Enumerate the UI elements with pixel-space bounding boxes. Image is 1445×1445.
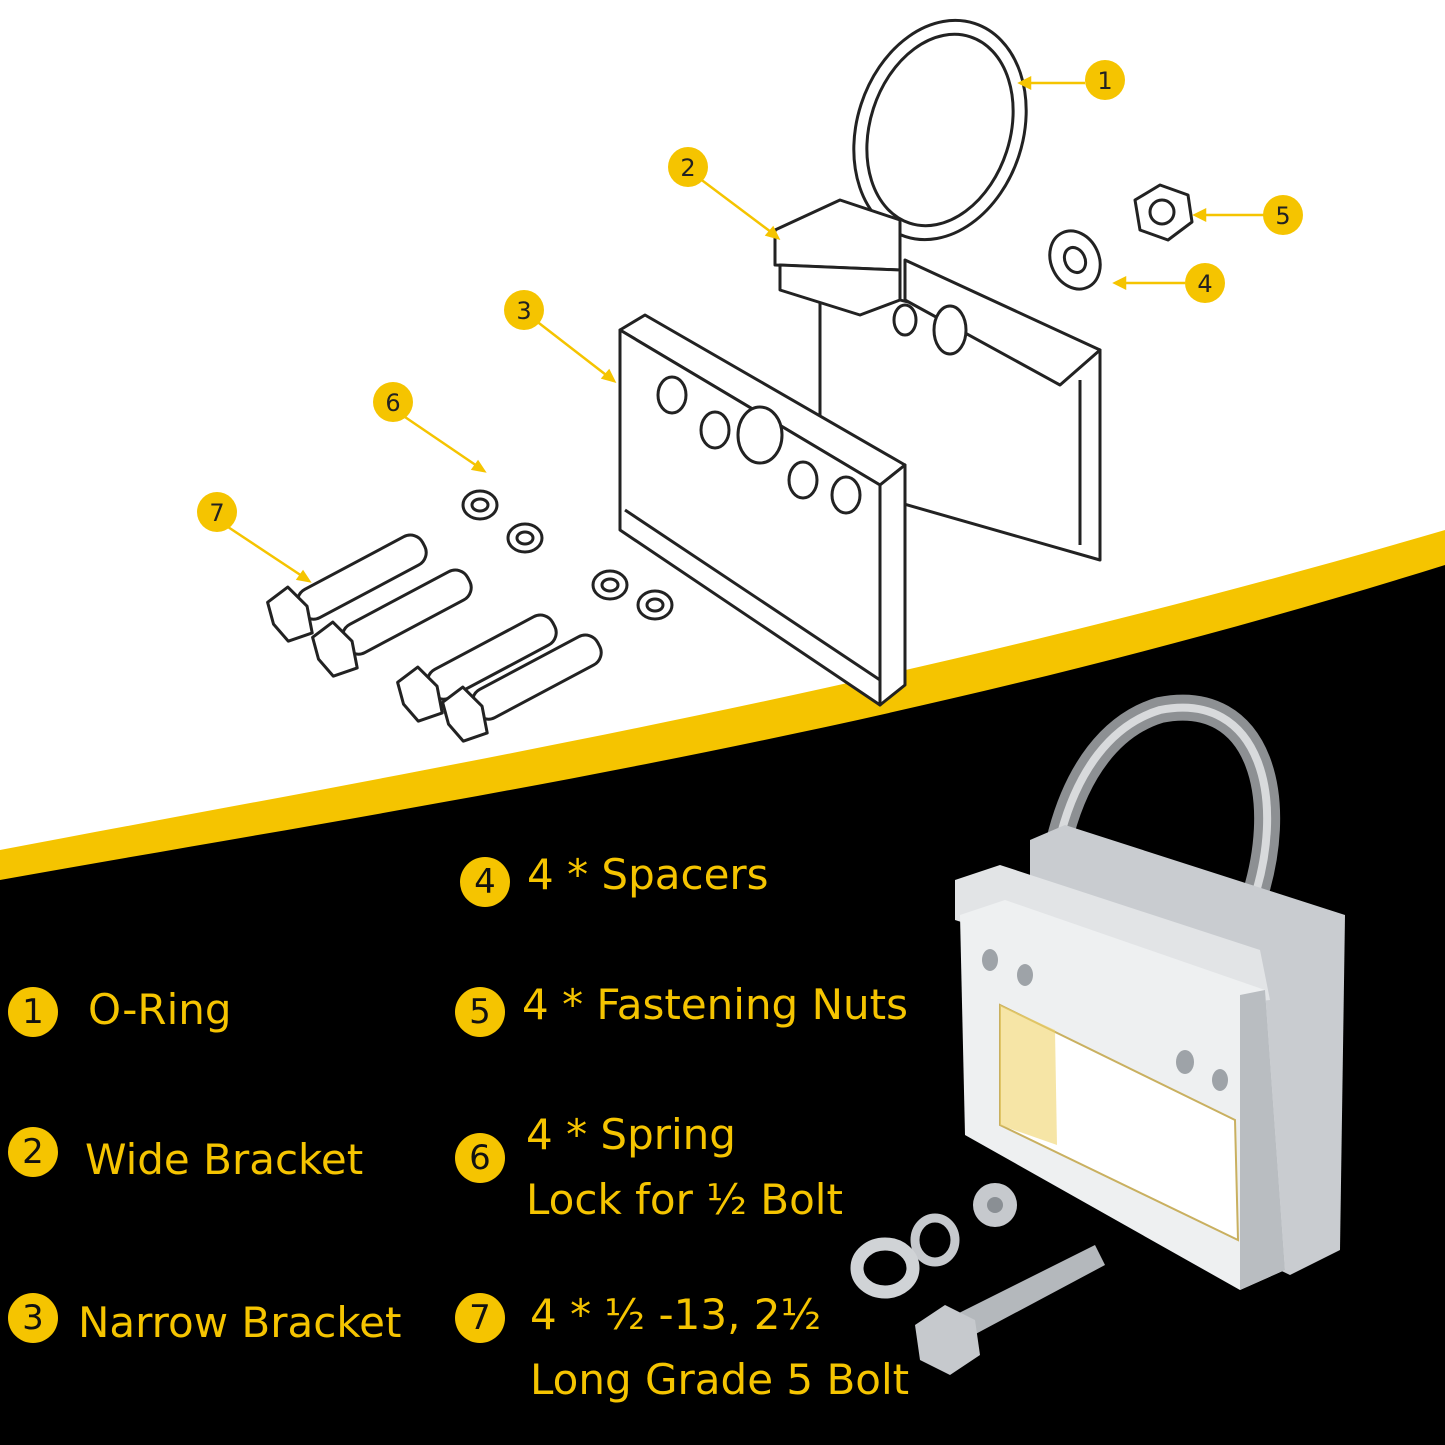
svg-text:4: 4 <box>1197 270 1212 298</box>
svg-text:3: 3 <box>516 297 531 325</box>
legend-badge-3: 3 <box>8 1293 58 1343</box>
legend-badge-4: 4 <box>460 857 510 907</box>
legend-badge-1: 1 <box>8 987 58 1037</box>
loose-bolt <box>945 1245 1105 1345</box>
callout-6: 6 <box>373 382 413 422</box>
callout-badges: 1 2 3 4 5 6 7 <box>197 60 1303 532</box>
legend-label-o-ring: O-Ring <box>88 985 232 1034</box>
callout-1: 1 <box>1085 60 1125 100</box>
svg-text:1: 1 <box>1097 67 1112 95</box>
callout-5: 5 <box>1263 195 1303 235</box>
narrow-bracket-part <box>618 313 907 707</box>
legend-label-spring-line2: Lock for ½ Bolt <box>526 1175 843 1224</box>
legend-badge-6: 6 <box>455 1133 505 1183</box>
loose-washer <box>850 1237 920 1299</box>
svg-text:6: 6 <box>385 389 400 417</box>
loose-spring-washer <box>910 1213 960 1267</box>
loose-bolt-head <box>915 1305 980 1375</box>
callout-7: 7 <box>197 492 237 532</box>
exploded-diagram <box>266 18 1194 743</box>
callout-4: 4 <box>1185 263 1225 303</box>
spring-lock-washers <box>461 489 674 621</box>
legend-badge-5: 5 <box>455 987 505 1037</box>
svg-text:7: 7 <box>209 499 224 527</box>
callout-2: 2 <box>668 147 708 187</box>
svg-text:2: 2 <box>680 154 695 182</box>
legend-label-narrow-bracket: Narrow Bracket <box>78 1298 402 1347</box>
legend-label-wide-bracket: Wide Bracket <box>85 1135 364 1184</box>
bolts <box>266 533 603 743</box>
nut-hole <box>1148 198 1176 226</box>
legend-badge-7: 7 <box>455 1293 505 1343</box>
washer-hole <box>1062 245 1088 275</box>
legend-label-spring-line1: 4 * Spring <box>526 1110 736 1159</box>
legend-label-bolt-line2: Long Grade 5 Bolt <box>530 1355 910 1404</box>
o-ring-inner <box>865 32 1015 228</box>
svg-text:5: 5 <box>1275 202 1290 230</box>
legend-label-fastening-nuts: 4 * Fastening Nuts <box>522 980 908 1029</box>
legend-label-spacers: 4 * Spacers <box>527 850 769 899</box>
leader-lines <box>224 75 1265 583</box>
legend-label-bolt-line1: 4 * ½ -13, 2½ <box>530 1290 822 1339</box>
yellow-swoosh <box>0 530 1445 880</box>
callout-3: 3 <box>504 290 544 330</box>
assembled-clamp-photo <box>850 694 1345 1375</box>
legend-badge-2: 2 <box>8 1127 58 1177</box>
